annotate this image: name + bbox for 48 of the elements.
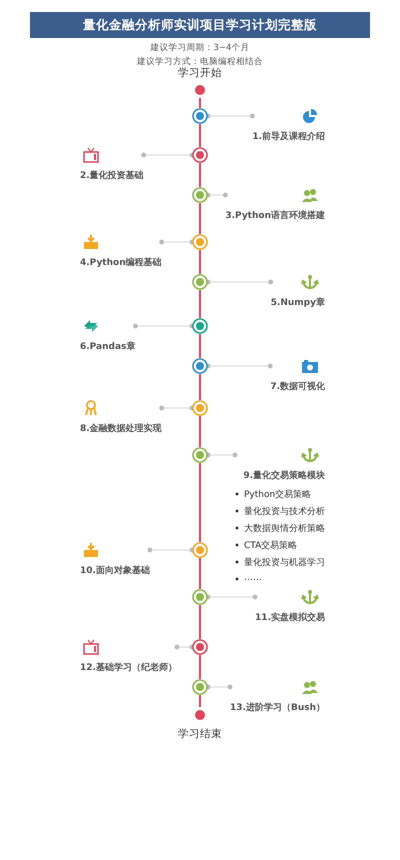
leader-line (159, 240, 194, 244)
timeline-line (199, 290, 201, 318)
timeline-line (199, 605, 201, 639)
leader-line (206, 364, 273, 368)
leader-line (206, 684, 232, 690)
leader-line (206, 192, 228, 198)
timeline-line (199, 558, 201, 589)
leader-line (174, 644, 194, 650)
list-item: 量化投资与技术分析 (235, 505, 325, 518)
timeline-line (199, 250, 201, 274)
leader-line (133, 324, 194, 328)
list-item: 大数据舆情分析策略 (235, 522, 325, 535)
leader-line (159, 406, 194, 410)
list-item: 量化投资与机器学习 (235, 556, 325, 569)
timeline-line (199, 98, 201, 108)
step-title: 7.数据可视化 (270, 380, 325, 393)
leader-line (206, 452, 238, 458)
leader-line (206, 280, 274, 284)
note-text: 建议学习方式：电脑编程相结合 (137, 56, 263, 68)
timeline-line (199, 124, 201, 147)
timeline-line (199, 416, 201, 447)
step-title: 9.量化交易策略模块 (243, 469, 325, 482)
step-title: 10.面向对象基础 (80, 564, 150, 577)
step-title: 6.Pandas章 (80, 340, 136, 353)
step-title: 5.Numpy章 (270, 296, 325, 309)
step-title: 2.量化投资基础 (80, 169, 144, 182)
timeline-line (199, 655, 201, 679)
step-title: 13.进阶学习（Bush） (230, 701, 325, 714)
timeline-line (199, 203, 201, 234)
note-text: 建议学习周期：3~4个月 (150, 42, 250, 54)
step-title: 1.前导及课程介绍 (252, 130, 325, 143)
leader-line (206, 114, 255, 118)
timeline-line (199, 163, 201, 187)
timeline-line (199, 374, 201, 400)
leader-line (141, 152, 194, 158)
timeline-line (199, 334, 201, 358)
timeline-line (199, 463, 201, 542)
step-title: 8.金融数据处理实现 (80, 422, 162, 435)
step-title: 11.实盘模拟交易 (255, 611, 325, 624)
step-title: 3.Python语言环境搭建 (225, 209, 325, 222)
timeline-label: 学习开始 (178, 66, 222, 80)
timeline-label: 学习结束 (178, 727, 222, 741)
title-banner: 量化金融分析师实训项目学习计划完整版 (30, 12, 370, 38)
leader-line (148, 548, 194, 552)
step-title: 4.Python编程基础 (80, 256, 162, 269)
step-title: 12.基础学习（纪老师） (80, 661, 177, 674)
leader-line (206, 594, 258, 600)
timeline-line (199, 695, 201, 707)
